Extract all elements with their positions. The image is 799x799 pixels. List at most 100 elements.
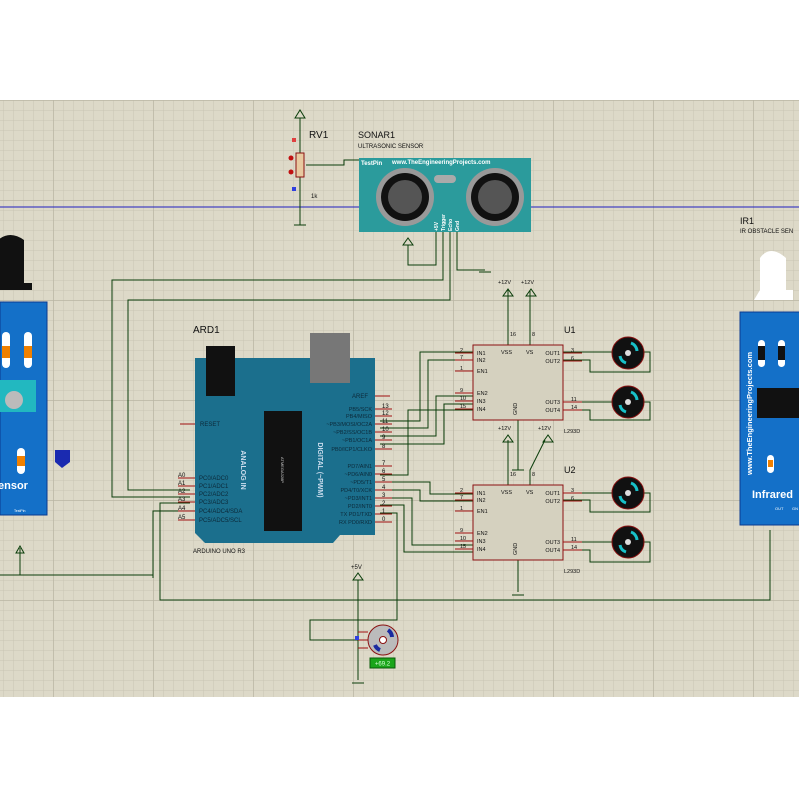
left-sensor-test-pin: TestPin [14,509,26,513]
servo-angle: +69.2 [375,662,391,668]
power-arrow-icon [542,434,554,443]
dc-motor[interactable] [611,476,645,510]
resistor-body [295,152,305,178]
digital-pin-number: 12 [382,411,389,417]
digital-pin-function: PD4/T0/XCK [341,488,373,494]
digital-pin-function: ~PB2/SS/OC1B [333,430,372,436]
driver-pin-number: 6 [571,496,574,502]
usb-port [310,333,350,383]
reset-label: RESET [200,422,220,428]
atmega-chip [264,411,302,531]
analog-pin-number: A1 [178,481,186,487]
analog-pin-function: PC2/ADC2 [199,492,229,498]
driver-pin-function: IN3 [477,539,486,545]
probe-icon [55,450,70,468]
power-arrow-icon [502,288,514,297]
power-arrow-icon [15,544,25,554]
sonar-pin-echo: Echo [448,219,454,231]
driver-pin-number: 2 [460,488,463,494]
digital-pin-number: 7 [382,461,386,467]
digital-pin-function: PD2/INT0 [348,504,372,510]
driver-pin-function: EN1 [477,509,488,515]
driver-pin-number: 11 [571,537,577,543]
v12-label: +12V [498,280,511,286]
driver-pin-function: VS [526,350,534,356]
servo-angle-display [369,657,396,669]
driver-pin-number: 15 [460,544,466,550]
driver-pin-number: 6 [571,356,574,362]
arduino-ref: ARD1 [193,325,220,336]
rv1-ref: RV1 [309,130,329,141]
ir-brand: www.TheEngineeringProjects.com [745,352,754,476]
servo-motor[interactable]: +5V +69.2 [351,565,399,684]
ir-led [754,251,793,300]
dc-motor[interactable] [611,525,645,559]
analog-pin-number: A2 [178,489,186,495]
dc-motor[interactable] [611,385,645,419]
driver-pin-function: EN2 [477,531,488,537]
pin-marker [288,169,294,175]
digital-pin-number: 3 [382,493,386,499]
potentiometer-rv1[interactable]: RV1 1k [288,109,329,226]
driver-pin-number: 1 [460,366,463,372]
driver-pin-number: 15 [460,404,466,410]
digital-pin-function: TX PD1/TXD [340,512,372,518]
driver-pin-function: IN4 [477,547,486,553]
driver-pin-function: OUT2 [545,499,560,505]
sonar-pin-trigger: Trigger [441,214,447,231]
analog-title: ANALOG IN [239,450,246,489]
wires [0,118,771,680]
driver-pin-function: IN2 [477,498,486,504]
left-sensor-module[interactable]: ensor TestPin [0,235,70,554]
driver-pin-function: IN3 [477,399,486,405]
sonar-test-pin: TestPin [361,161,383,167]
ir-ref: IR1 [740,216,754,226]
driver-pin-number: 16 [510,332,516,338]
digital-pin-function: ~PB3/MOSI/OC2A [326,422,372,428]
v12-label: +12V [521,280,534,286]
driver-pin-function: EN1 [477,369,488,375]
ir-board [739,311,799,526]
digital-pin-number: 0 [382,517,386,523]
sonar-sensor[interactable]: SONAR1 ULTRASONIC SENSOR TestPin www.The… [358,130,531,273]
aref-label: AREF [352,394,368,400]
sonar-type: ULTRASONIC SENSOR [358,144,424,150]
driver-pin-number: 1 [460,506,463,512]
digital-pin-function: ~PD5/T1 [350,480,372,486]
arduino-model: ARDUINO UNO R3 [193,549,246,555]
power-arrow-icon [402,237,414,246]
digital-pin-function: RX PD0/RXD [339,520,372,526]
driver-pin-number: 8 [532,332,535,338]
digital-pins: 13PB5/SCK12PB4/MISO11~PB3/MOSI/OC2A10~PB… [326,404,392,526]
pin-marker [292,138,296,142]
driver-pin-function: OUT4 [545,408,560,414]
digital-pin-function: PD7/AIN1 [348,464,372,470]
dc-motor[interactable] [611,336,645,370]
digital-pin-function: PB0/ICP1/CLKO [331,447,372,453]
digital-pin-number: 8 [382,444,386,450]
analog-pin-function: PC1/ADC1 [199,484,229,490]
digital-pin-number: 2 [382,501,386,507]
driver-part: L293D [564,569,580,575]
digital-pin-function: ~PD3/INT1 [345,496,372,502]
analog-pin-number: A3 [178,497,186,503]
ir-type: IR OBSTACLE SEN [740,229,793,235]
driver-pin-function: OUT2 [545,359,560,365]
driver-pin-function: IN1 [477,351,486,357]
driver-ref: U2 [564,465,576,475]
arduino-uno[interactable]: ARD1 ATMEGA328P ANALOG IN DIGITAL (~PWM)… [178,325,392,555]
power-arrow-icon [352,572,364,581]
ir-sensor-module[interactable]: IR1 IR OBSTACLE SEN www.TheEngineeringPr… [739,216,799,526]
analog-pin-function: PC3/ADC3 [199,500,229,506]
rv1-value: 1k [311,194,318,200]
ir-label: Infrared [752,489,793,501]
digital-pin-function: PB5/SCK [349,407,373,413]
driver-pin-function: OUT3 [545,540,560,546]
digital-pin-number: 1 [382,509,386,515]
digital-pin-function: PB4/MISO [346,414,373,420]
driver-pin-number: 14 [571,405,577,411]
